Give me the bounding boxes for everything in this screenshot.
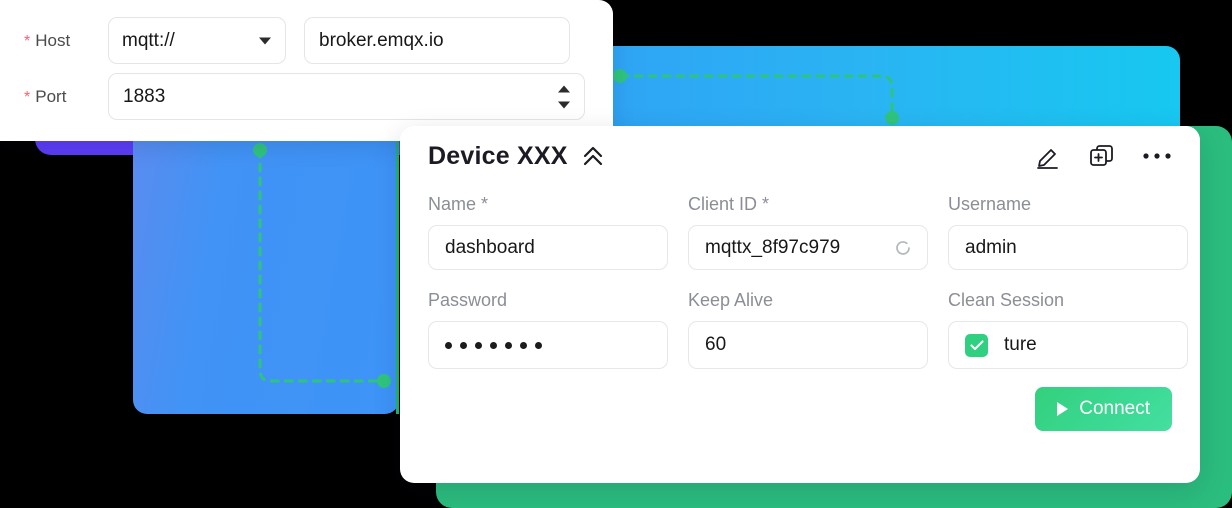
host-address-input[interactable]: broker.emqx.io <box>304 17 570 64</box>
host-field-row: * Host mqtt:// broker.emqx.io <box>0 17 613 64</box>
keep-alive-field: Keep Alive 60 <box>688 290 928 369</box>
clean-session-checkbox[interactable] <box>965 333 988 357</box>
name-field: Name * dashboard <box>428 194 668 270</box>
port-number-input[interactable]: 1883 <box>108 73 585 120</box>
port-stepper[interactable] <box>558 85 570 108</box>
play-triangle-icon <box>1057 402 1069 416</box>
checkmark-icon <box>969 339 984 350</box>
name-label: Name * <box>428 194 489 214</box>
connect-button[interactable]: Connect <box>1035 387 1172 431</box>
host-address-value: broker.emqx.io <box>319 29 444 51</box>
decor-blue-block <box>133 140 399 414</box>
caret-down-icon[interactable] <box>558 101 570 108</box>
name-value: dashboard <box>445 236 535 258</box>
host-label-text: Host <box>35 30 71 50</box>
port-required-asterisk: * <box>24 88 31 106</box>
keep-alive-value: 60 <box>705 334 727 355</box>
client-id-value: mqttx_8f97c979 <box>705 236 841 258</box>
port-value: 1883 <box>123 85 166 107</box>
port-label: * Port <box>24 87 108 107</box>
password-label: Password <box>428 290 508 310</box>
page-title: Device XXX <box>428 141 568 170</box>
clean-session-field: Clean Session ture <box>948 290 1188 369</box>
clean-session-label: Clean Session <box>948 290 1065 310</box>
pencil-edit-icon[interactable] <box>1034 142 1062 170</box>
device-card-header: Device XXX <box>428 126 1172 182</box>
client-id-label: Client ID * <box>688 194 770 214</box>
host-required-asterisk: * <box>24 32 31 50</box>
password-input[interactable] <box>428 321 668 369</box>
host-scheme-select[interactable]: mqtt:// <box>108 17 286 64</box>
ellipsis-more-icon[interactable] <box>1142 151 1172 161</box>
broker-connection-card: * Host mqtt:// broker.emqx.io * Port 188… <box>0 0 613 141</box>
decor-cyan-block <box>605 46 1180 135</box>
duplicate-add-icon[interactable] <box>1088 142 1116 170</box>
decor-blue-green-edge <box>396 140 399 414</box>
connect-row: Connect <box>428 387 1172 431</box>
clean-session-control[interactable]: ture <box>948 321 1188 369</box>
refresh-icon[interactable] <box>893 238 913 258</box>
client-id-field: Client ID * mqttx_8f97c979 <box>688 194 928 270</box>
chevron-down-icon[interactable] <box>259 37 271 44</box>
client-id-input[interactable]: mqttx_8f97c979 <box>688 225 928 270</box>
keep-alive-label: Keep Alive <box>688 290 774 310</box>
port-field-row: * Port 1883 <box>0 73 613 120</box>
password-field: Password <box>428 290 668 369</box>
password-masked-value <box>445 341 542 349</box>
username-label: Username <box>948 194 1032 214</box>
caret-up-icon[interactable] <box>558 85 570 92</box>
device-card-actions <box>1034 142 1172 170</box>
name-input[interactable]: dashboard <box>428 225 668 270</box>
device-settings-card: Device XXX <box>400 126 1200 483</box>
clean-session-value: ture <box>1004 334 1037 355</box>
keep-alive-input[interactable]: 60 <box>688 321 928 369</box>
device-form-grid: Name * dashboard Client ID * mqttx_8f97c… <box>428 194 1188 383</box>
username-field: Username admin <box>948 194 1188 270</box>
port-label-text: Port <box>35 86 67 106</box>
host-scheme-value: mqtt:// <box>122 29 175 51</box>
host-label: * Host <box>24 31 108 51</box>
username-input[interactable]: admin <box>948 225 1188 270</box>
connect-button-label: Connect <box>1079 398 1150 419</box>
username-value: admin <box>965 236 1017 258</box>
double-chevron-up-icon[interactable] <box>580 145 606 167</box>
